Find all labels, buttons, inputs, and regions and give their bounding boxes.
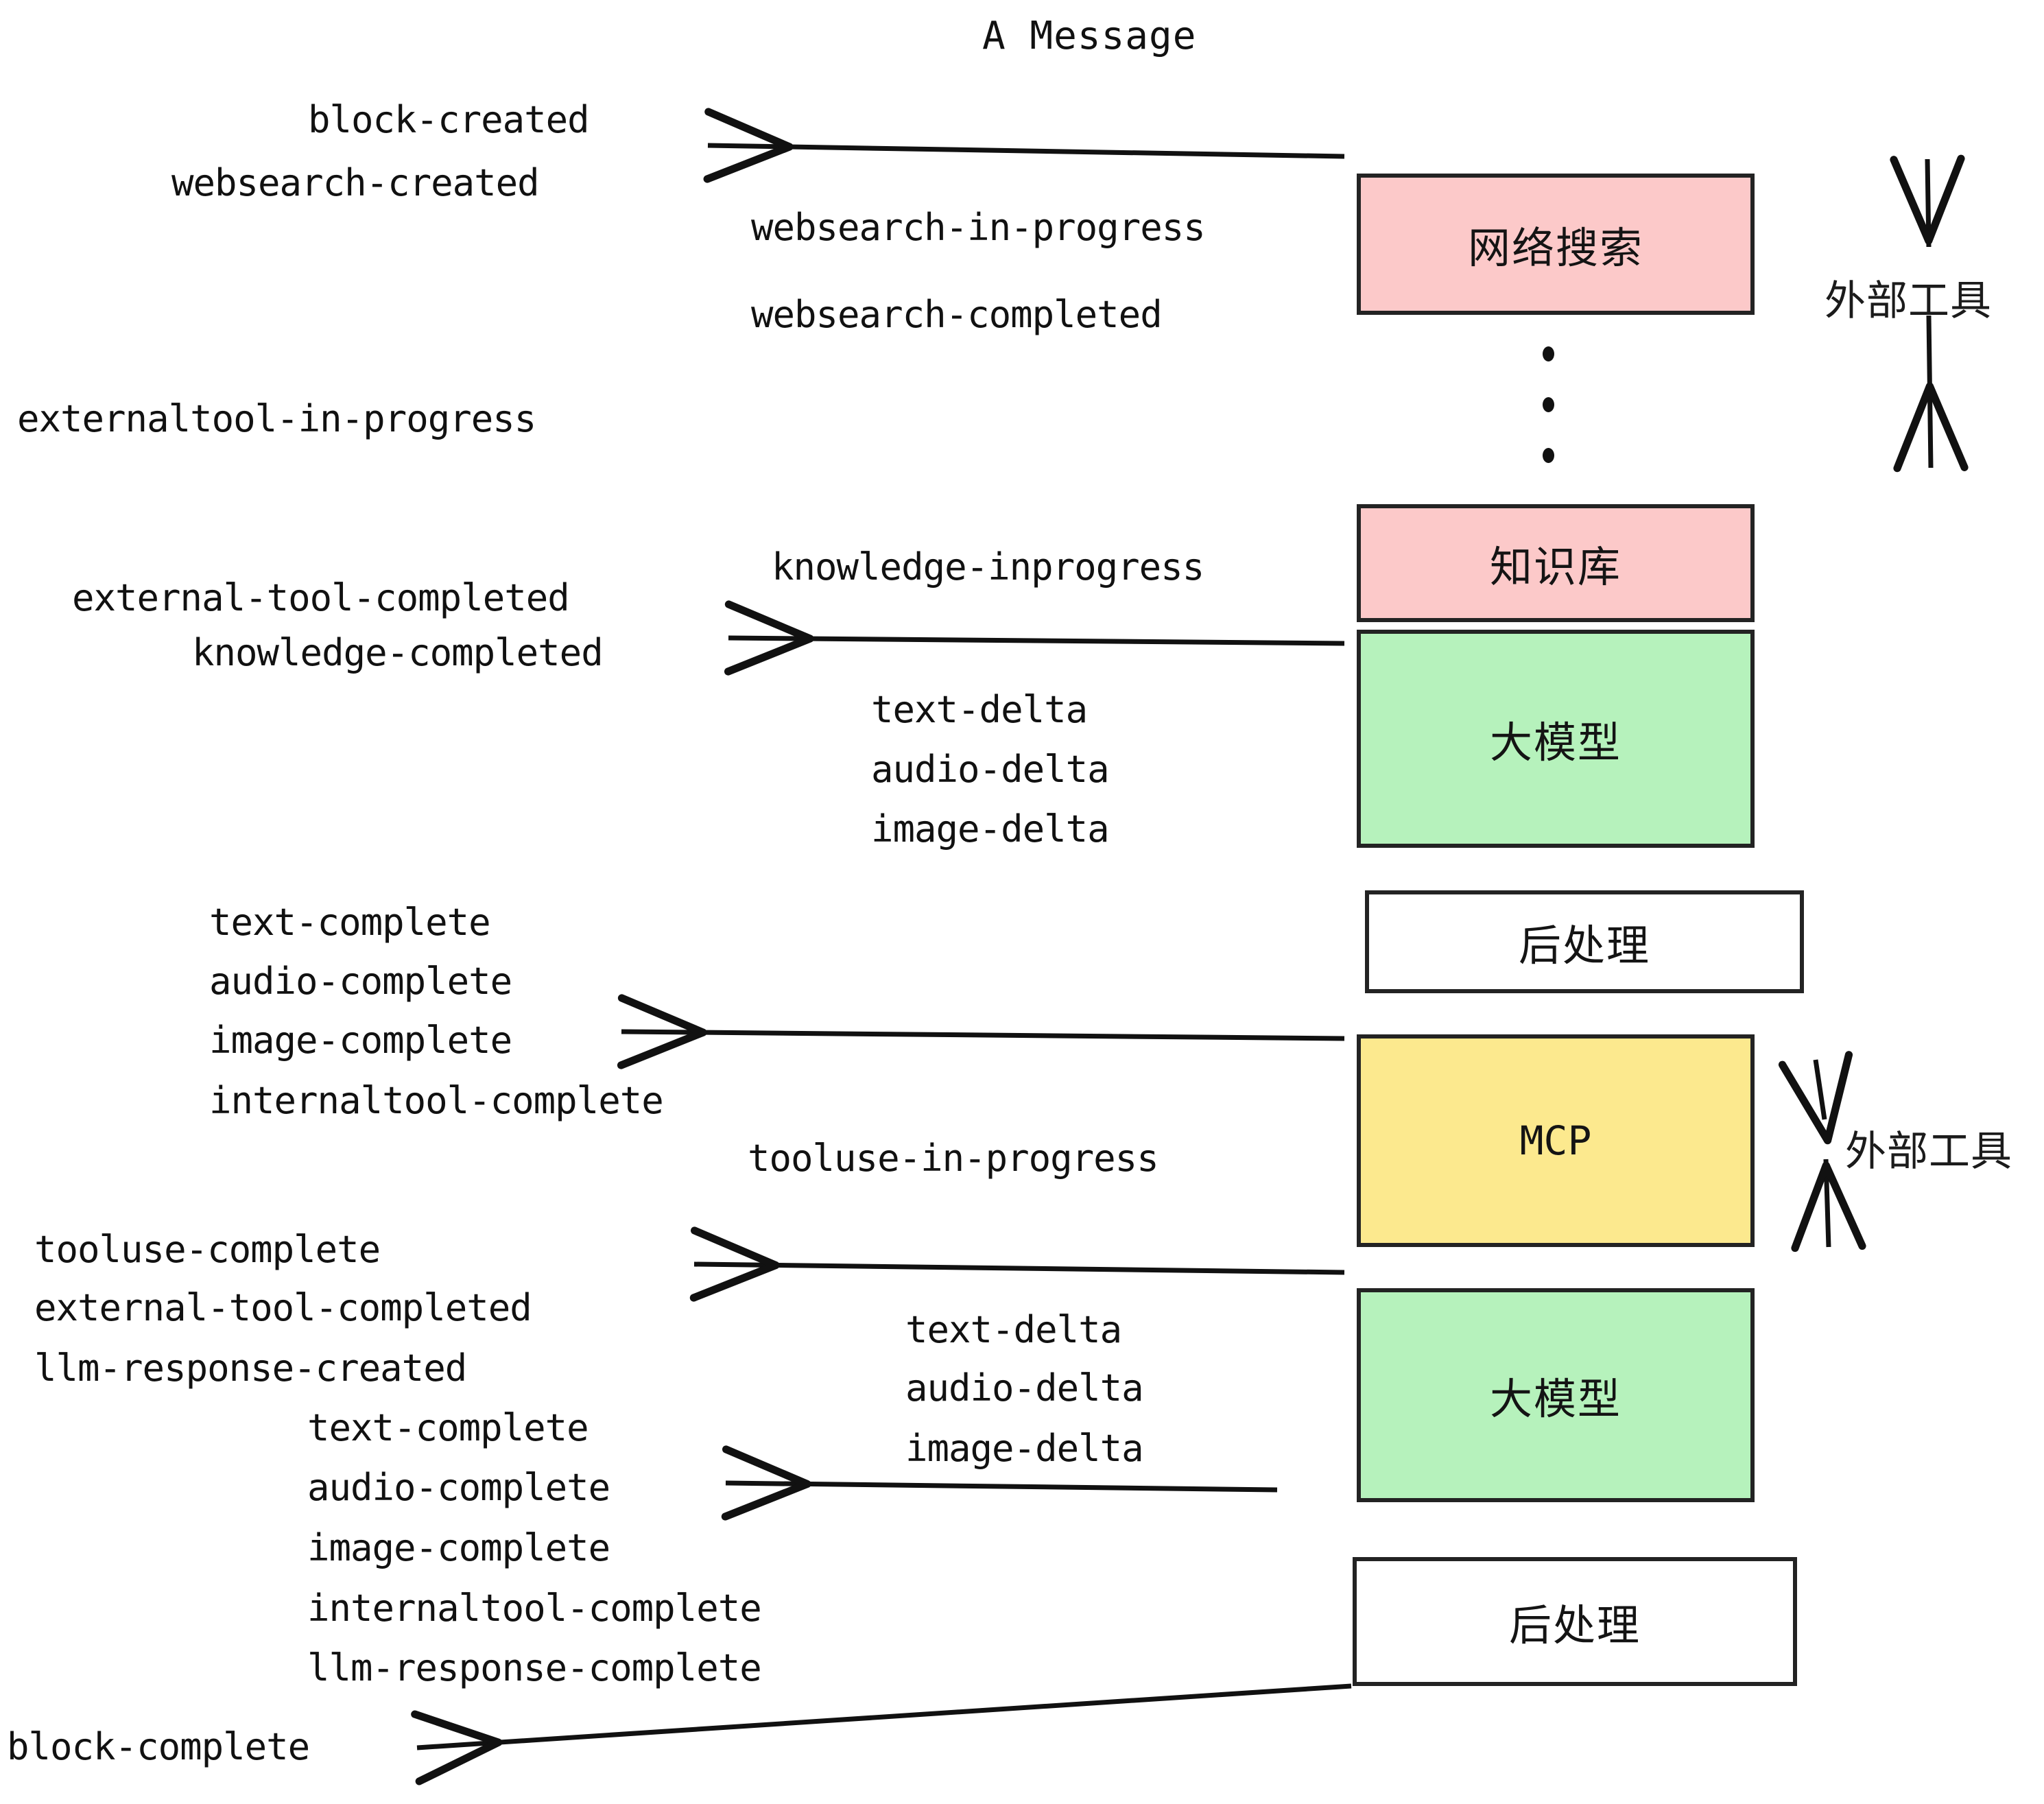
event-text-complete-1: text-complete (209, 901, 491, 944)
node-postprocess-1-label: 后处理 (1518, 921, 1650, 971)
event-text-delta-2: text-delta (905, 1308, 1122, 1351)
event-external-tool-completed-2: external-tool-completed (34, 1286, 532, 1329)
vertical-ellipsis-icon (1541, 346, 1555, 463)
event-websearch-in-progress: websearch-in-progress (751, 206, 1206, 249)
node-postprocess-1[interactable]: 后处理 (1365, 890, 1804, 993)
event-text-complete-2: text-complete (307, 1406, 589, 1449)
event-externaltool-in-progress: externaltool-in-progress (17, 397, 536, 440)
event-image-delta-1: image-delta (871, 807, 1110, 851)
event-tooluse-in-progress: tooluse-in-progress (748, 1137, 1159, 1180)
node-mcp-label: MCP (1519, 1117, 1592, 1164)
annotation-external-tools-bottom: 外部工具 (1845, 1128, 2012, 1176)
node-llm-2-label: 大模型 (1489, 1374, 1621, 1424)
arrow-external-tools-top-down (1893, 315, 1969, 473)
event-llm-response-complete: llm-response-complete (307, 1646, 762, 1689)
node-llm-1[interactable]: 大模型 (1357, 630, 1755, 848)
node-websearch[interactable]: 网络搜索 (1357, 174, 1755, 315)
event-text-delta-1: text-delta (871, 688, 1088, 731)
event-audio-delta-1: audio-delta (871, 748, 1110, 791)
node-knowledgebase-label: 知识库 (1489, 542, 1621, 592)
event-audio-complete-1: audio-complete (209, 960, 512, 1003)
event-tooluse-complete: tooluse-complete (34, 1228, 381, 1271)
event-image-complete-1: image-complete (209, 1019, 512, 1062)
arrow-external-tools-bottom-down (1791, 1159, 1866, 1253)
annotation-external-tools-top: 外部工具 (1825, 277, 1992, 325)
event-websearch-completed: websearch-completed (751, 293, 1163, 336)
event-knowledge-inprogress: knowledge-inprogress (772, 545, 1204, 589)
arrow-knowledge-completed (724, 600, 1345, 676)
event-audio-complete-2: audio-complete (307, 1466, 610, 1509)
arrow-block-complete (411, 1683, 1352, 1785)
node-llm-1-label: 大模型 (1489, 717, 1621, 768)
arrow-external-tools-bottom-up (1778, 1051, 1853, 1145)
event-external-tool-completed: external-tool-completed (72, 576, 570, 619)
event-websearch-created: websearch-created (171, 161, 540, 204)
event-image-delta-2: image-delta (905, 1427, 1144, 1470)
arrow-image-complete (617, 994, 1345, 1069)
event-image-complete-2: image-complete (307, 1526, 610, 1569)
event-llm-response-created: llm-response-created (34, 1346, 467, 1390)
arrow-external-tools-top-up (1890, 154, 1965, 248)
node-postprocess-2-label: 后处理 (1508, 1600, 1641, 1650)
node-knowledgebase[interactable]: 知识库 (1357, 504, 1755, 622)
arrow-audio-complete (721, 1445, 1278, 1521)
page-title: A Message (982, 14, 1197, 58)
arrow-websearch-to-created (703, 108, 1345, 183)
event-audio-delta-2: audio-delta (905, 1366, 1144, 1410)
event-internaltool-complete-1: internaltool-complete (209, 1079, 664, 1122)
event-block-complete: block-complete (7, 1725, 310, 1768)
node-websearch-label: 网络搜索 (1467, 223, 1643, 273)
event-block-created: block-created (308, 98, 590, 141)
node-postprocess-2[interactable]: 后处理 (1353, 1557, 1797, 1686)
arrow-tooluse-complete (689, 1226, 1345, 1302)
event-knowledge-completed: knowledge-completed (192, 631, 604, 674)
event-internaltool-complete-2: internaltool-complete (307, 1587, 762, 1630)
node-llm-2[interactable]: 大模型 (1357, 1288, 1755, 1502)
node-mcp[interactable]: MCP (1357, 1034, 1755, 1247)
